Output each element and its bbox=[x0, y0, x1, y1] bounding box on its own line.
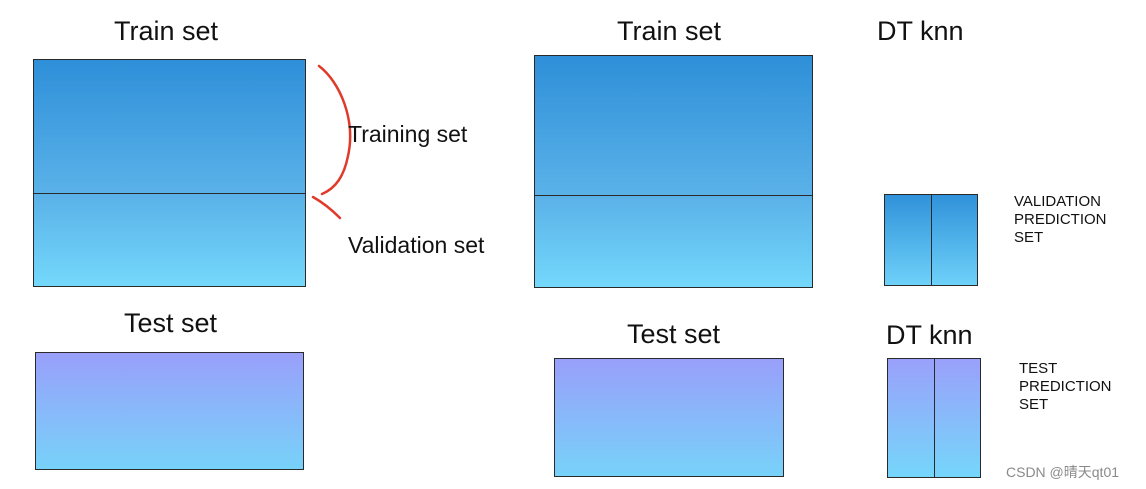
left-test-set-title: Test set bbox=[124, 308, 218, 338]
training-bracket-icon bbox=[311, 64, 352, 220]
right-train-set-box bbox=[534, 55, 813, 288]
right-train-split-line bbox=[535, 195, 812, 196]
validation-prediction-line-3: SET bbox=[1014, 229, 1044, 246]
right-train-set-title: Train set bbox=[617, 16, 722, 46]
right-test-fill bbox=[555, 359, 783, 476]
test-prediction-line-2: PREDICTION bbox=[1019, 378, 1112, 395]
left-train-set-title: Train set bbox=[114, 16, 219, 46]
validation-prediction-label: VALIDATION PREDICTION SET bbox=[1014, 193, 1107, 247]
validation-prediction-line-2: PREDICTION bbox=[1014, 211, 1107, 228]
csdn-watermark: CSDN @晴天qt01 bbox=[1006, 464, 1120, 480]
left-training-portion bbox=[34, 60, 305, 194]
test-prediction-label: TEST PREDICTION SET bbox=[1019, 360, 1112, 414]
left-train-split-line bbox=[34, 193, 305, 194]
left-test-fill bbox=[36, 353, 303, 469]
top-model-headers: DT knn bbox=[877, 16, 964, 46]
test-prediction-line-1: TEST bbox=[1019, 360, 1058, 377]
left-train-set-box bbox=[33, 59, 306, 287]
right-test-set-title: Test set bbox=[627, 319, 721, 349]
test-prediction-divider bbox=[934, 359, 935, 477]
left-validation-portion bbox=[34, 194, 305, 286]
validation-prediction-line-1: VALIDATION bbox=[1014, 193, 1101, 210]
validation-prediction-divider bbox=[931, 195, 932, 285]
validation-prediction-box bbox=[884, 194, 978, 286]
right-training-portion bbox=[535, 56, 812, 196]
validation-set-label: Validation set bbox=[348, 232, 485, 258]
test-prediction-line-3: SET bbox=[1019, 396, 1049, 413]
training-set-label: Training set bbox=[348, 121, 468, 147]
test-prediction-box bbox=[887, 358, 981, 478]
bottom-model-headers: DT knn bbox=[886, 320, 973, 350]
right-test-set-box bbox=[554, 358, 784, 477]
left-test-set-box bbox=[35, 352, 304, 470]
right-validation-portion bbox=[535, 196, 812, 287]
